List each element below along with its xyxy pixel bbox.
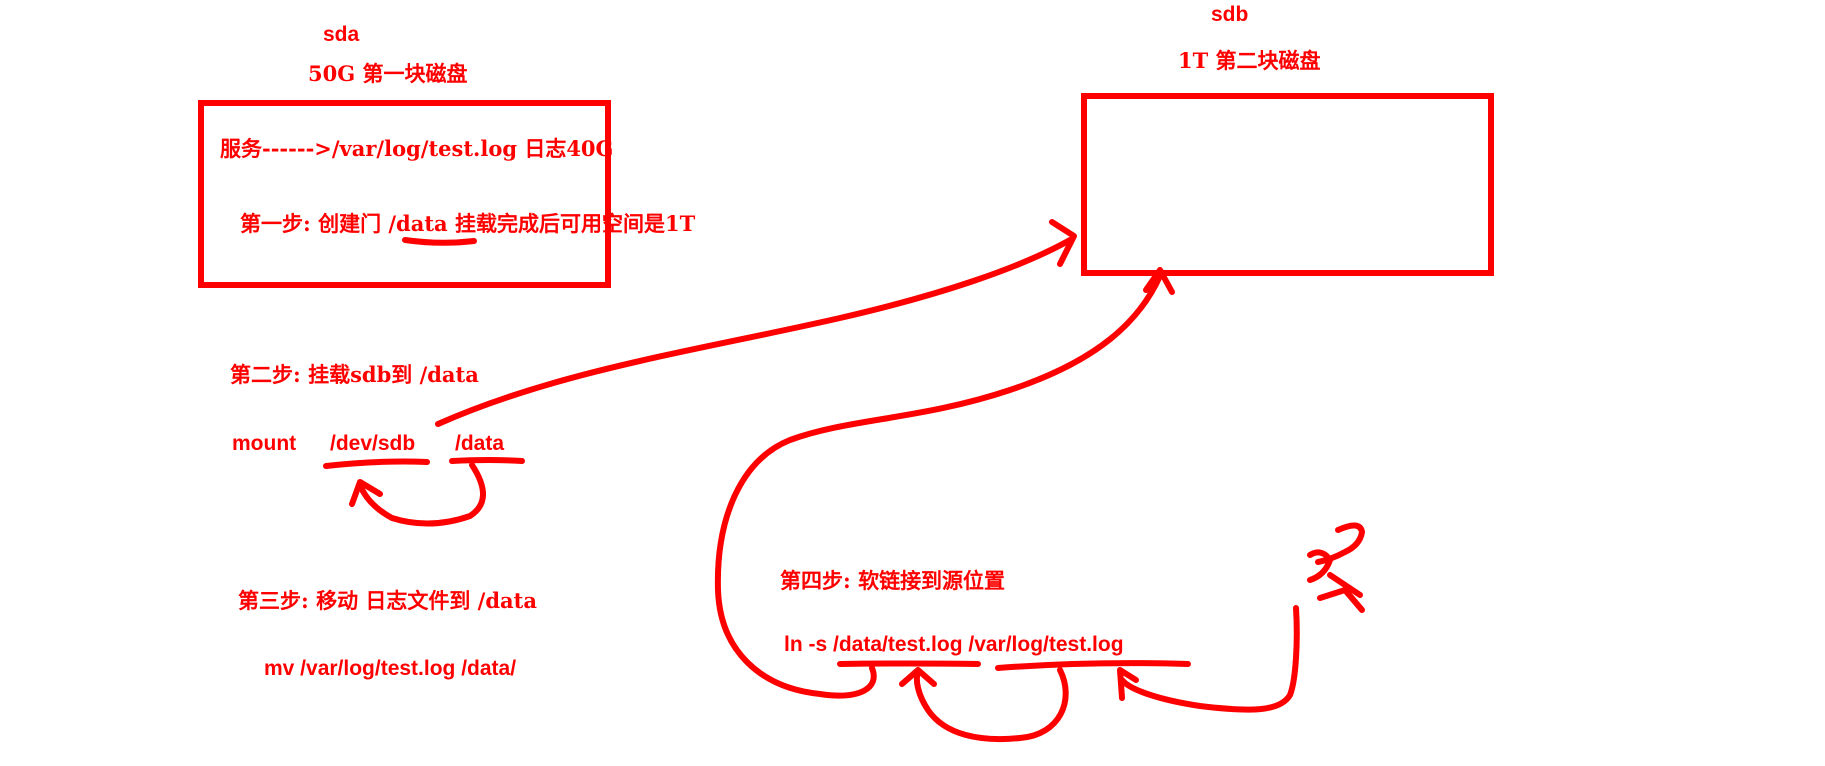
sda-name-label: sda <box>323 23 360 46</box>
step4-curl-arrow <box>913 667 1069 743</box>
step2-curl-arrow <box>357 462 486 527</box>
ln-link-underline <box>995 660 1191 671</box>
sdb-name-label: sdb <box>1211 3 1249 26</box>
step2-title: 第二步: 挂载sdb到 /data <box>230 362 479 387</box>
step2-arg-data: /data <box>455 432 505 455</box>
step4-curl-arrowhead-icon <box>899 667 937 687</box>
sda-service-line: 服务------>/var/log/test.log 日志40G <box>220 136 614 161</box>
step1-text: 第一步: 创建门 /data 挂载完成后可用空间是1T <box>240 211 696 236</box>
sdb-caption: 1T 第二块磁盘 <box>1178 48 1321 73</box>
data-underline <box>449 457 525 464</box>
ln-target-underline <box>837 660 981 667</box>
step3-cmd: mv /var/log/test.log /data/ <box>264 657 517 680</box>
sda-caption: 50G 第一块磁盘 <box>308 61 468 86</box>
dev-sdb-underline <box>323 458 430 469</box>
scribble-mark <box>1307 522 1365 613</box>
step4-cmd: ln -s /data/test.log /var/log/test.log <box>784 633 1124 656</box>
step2-curl-arrowhead-icon <box>349 479 383 507</box>
step2-arg-dev-sdb: /dev/sdb <box>330 432 416 455</box>
step4-title: 第四步: 软链接到源位置 <box>780 568 1006 593</box>
step2-cmd: mount <box>232 432 297 455</box>
right-return-arrow <box>1119 605 1300 713</box>
mount-to-sdb-arrowhead-icon <box>1049 219 1077 267</box>
right-return-arrowhead-icon <box>1117 667 1139 701</box>
sdb-disk-box <box>1081 93 1494 276</box>
step3-title: 第三步: 移动 日志文件到 /data <box>238 588 537 613</box>
sda-disk-box <box>198 100 611 288</box>
